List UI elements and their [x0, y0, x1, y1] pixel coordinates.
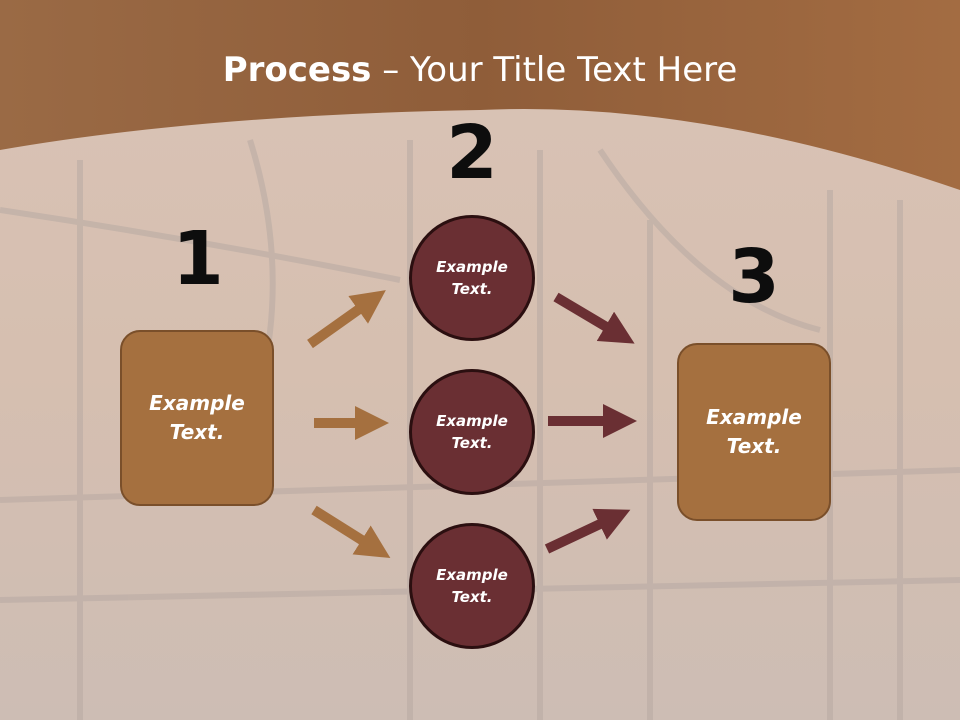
arrow-bottom-to-3	[544, 508, 631, 554]
step-number-3: 3	[728, 234, 780, 320]
circle-top-line-1: Example	[436, 257, 508, 276]
step-number-1: 1	[172, 216, 224, 302]
circle-top-line-2: Text.	[451, 280, 493, 298]
step-3-box: Example Text.	[677, 343, 831, 521]
step-2-circle-middle: Example Text.	[409, 369, 535, 495]
slide-title: Process – Your Title Text Here	[0, 50, 960, 90]
step-number-2: 2	[446, 110, 498, 196]
circle-bottom-line-2: Text.	[451, 588, 493, 606]
step-1-box: Example Text.	[120, 330, 274, 506]
circle-middle-line-2: Text.	[451, 434, 493, 452]
arrow-1-to-bottom	[311, 505, 391, 559]
title-rest: – Your Title Text Here	[371, 50, 738, 90]
circle-bottom-line-1: Example	[436, 565, 508, 584]
title-bold: Process	[222, 50, 372, 90]
arrow-top-to-3	[553, 292, 635, 344]
step-3-text-line-1: Example	[706, 405, 802, 429]
step-3-text-line-2: Text.	[726, 434, 782, 458]
step-1-text-line-1: Example	[149, 391, 245, 415]
circle-middle-line-1: Example	[436, 411, 508, 430]
step-1-text-line-2: Text.	[169, 420, 225, 444]
arrow-1-to-top	[307, 290, 386, 349]
step-2-circle-bottom: Example Text.	[409, 523, 535, 649]
step-2-circle-top: Example Text.	[409, 215, 535, 341]
